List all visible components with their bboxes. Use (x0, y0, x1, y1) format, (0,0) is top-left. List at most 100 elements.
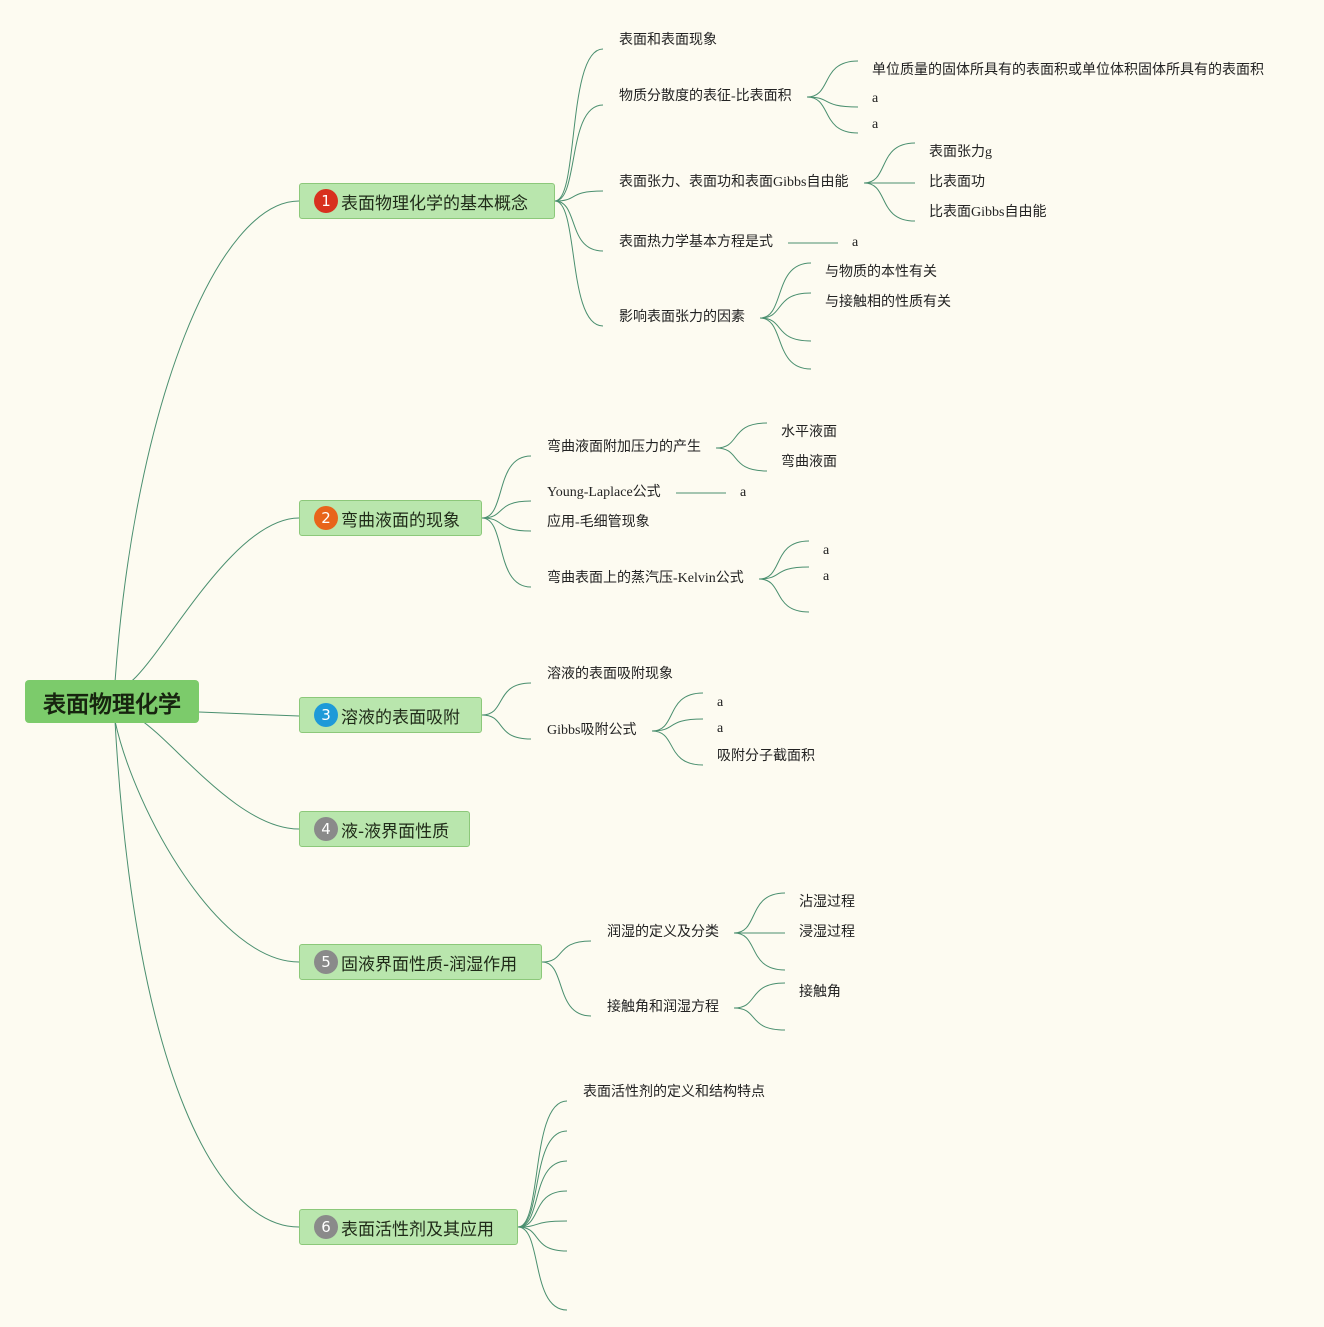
leaf-2-4-1[interactable]: a (823, 543, 830, 558)
leaf-5-1-2[interactable]: 浸湿过程 (799, 925, 855, 940)
root-topic[interactable]: 表面物理化学 (25, 680, 199, 723)
subtopic-2-2[interactable]: Young-Laplace公式 (547, 485, 661, 500)
number-badge-icon: 1 (314, 189, 338, 213)
subtopic-1-3[interactable]: 表面张力、表面功和表面Gibbs自由能 (619, 175, 849, 190)
leaf-1-5-2[interactable]: 与接触相的性质有关 (825, 295, 951, 310)
leaf-link (715, 422, 768, 449)
subtopic-3-1[interactable]: 溶液的表面吸附现象 (547, 667, 673, 682)
leaf-2-1-1[interactable]: 水平液面 (781, 425, 837, 440)
leaf-1-3-3[interactable]: 比表面Gibbs自由能 (929, 205, 1047, 220)
leaf-1-4-1[interactable]: a (852, 235, 859, 250)
leaf-link (863, 142, 916, 184)
root-link-3 (198, 711, 300, 717)
subtopic-6-1[interactable]: 表面活性剂的定义和结构特点 (583, 1085, 765, 1100)
subtopic-1-2[interactable]: 物质分散度的表征-比表面积 (619, 89, 792, 104)
leaf-link (759, 317, 812, 370)
leaf-5-1-1[interactable]: 沾湿过程 (799, 895, 855, 910)
leaf-1-2-3[interactable]: a (872, 117, 879, 132)
leaf-link (863, 182, 916, 222)
number-badge-icon: 5 (314, 950, 338, 974)
leaf-link (758, 578, 810, 613)
leaf-2-4-2[interactable]: a (823, 569, 830, 584)
subtopic-1-5[interactable]: 影响表面张力的因素 (619, 310, 745, 325)
leaf-1-2-2[interactable]: a (872, 91, 879, 106)
leaf-1-3-2[interactable]: 比表面功 (929, 175, 985, 190)
subtopic-link (554, 190, 604, 202)
topic-label: 溶液的表面吸附 (341, 707, 460, 728)
subtopic-link (481, 500, 532, 519)
subtopic-link (554, 104, 604, 202)
leaf-link (759, 317, 812, 342)
subtopic-link (481, 517, 532, 532)
leaf-link (806, 60, 859, 98)
subtopic-link (517, 1190, 568, 1228)
leaf-link (715, 447, 768, 472)
leaf-2-2-1[interactable]: a (740, 485, 747, 500)
subtopic-5-1[interactable]: 润湿的定义及分类 (607, 925, 719, 940)
subtopic-link (517, 1226, 568, 1252)
subtopic-link (517, 1130, 568, 1228)
topic-label: 表面物理化学的基本概念 (341, 193, 528, 214)
leaf-link (758, 566, 810, 580)
subtopic-link (481, 455, 532, 519)
topic-label: 液-液界面性质 (341, 821, 450, 842)
leaf-link (733, 932, 786, 971)
leaf-link (733, 892, 786, 934)
leaf-link (733, 1007, 786, 1031)
subtopic-link (517, 1100, 568, 1228)
subtopic-link (554, 200, 604, 252)
subtopic-link (481, 714, 532, 740)
subtopic-link (481, 682, 532, 716)
root-link-4 (114, 713, 300, 830)
root-topic-label: 表面物理化学 (43, 691, 181, 718)
root-link-1 (114, 200, 300, 683)
leaf-3-2-3[interactable]: 吸附分子截面积 (717, 749, 815, 764)
leaf-link (733, 982, 786, 1009)
leaf-5-2-1[interactable]: 接触角 (799, 985, 841, 1000)
topic-label: 固液界面性质-润湿作用 (341, 954, 518, 975)
leaf-link (806, 96, 859, 108)
leaf-3-2-1[interactable]: a (717, 695, 724, 710)
leaf-link (651, 692, 704, 732)
leaf-link (651, 718, 704, 732)
topic-label: 弯曲液面的现象 (341, 510, 460, 531)
subtopic-1-4[interactable]: 表面热力学基本方程是式 (619, 235, 773, 250)
topic-label: 表面活性剂及其应用 (341, 1219, 494, 1240)
subtopic-3-2[interactable]: Gibbs吸附公式 (547, 723, 637, 738)
subtopic-link (541, 940, 592, 963)
leaf-3-2-2[interactable]: a (717, 721, 724, 736)
number-badge-icon: 4 (314, 817, 338, 841)
subtopic-2-4[interactable]: 弯曲表面上的蒸汽压-Kelvin公式 (547, 571, 744, 586)
root-link-2 (114, 517, 300, 687)
number-badge-icon: 3 (314, 703, 338, 727)
subtopic-link (541, 961, 592, 1017)
subtopic-link (517, 1220, 568, 1228)
subtopic-2-3[interactable]: 应用-毛细管现象 (547, 515, 650, 530)
subtopic-link (554, 48, 604, 202)
root-link-5 (114, 720, 300, 963)
subtopic-link (517, 1226, 568, 1311)
leaf-1-5-1[interactable]: 与物质的本性有关 (825, 265, 937, 280)
root-link-6 (114, 720, 300, 1228)
leaf-2-1-2[interactable]: 弯曲液面 (781, 455, 837, 470)
leaf-link (758, 540, 810, 580)
subtopic-link (554, 200, 604, 327)
leaf-1-3-1[interactable]: 表面张力g (929, 145, 992, 160)
subtopic-1-1[interactable]: 表面和表面现象 (619, 33, 717, 48)
leaf-link (759, 292, 812, 319)
subtopic-link (517, 1160, 568, 1228)
leaf-1-2-1[interactable]: 单位质量的固体所具有的表面积或单位体积固体所具有的表面积 (872, 63, 1264, 78)
leaf-link (651, 730, 704, 766)
leaf-link (806, 96, 859, 134)
number-badge-icon: 2 (314, 506, 338, 530)
leaf-link (759, 262, 812, 319)
subtopic-5-2[interactable]: 接触角和润湿方程 (607, 1000, 719, 1015)
subtopic-2-1[interactable]: 弯曲液面附加压力的产生 (547, 440, 701, 455)
